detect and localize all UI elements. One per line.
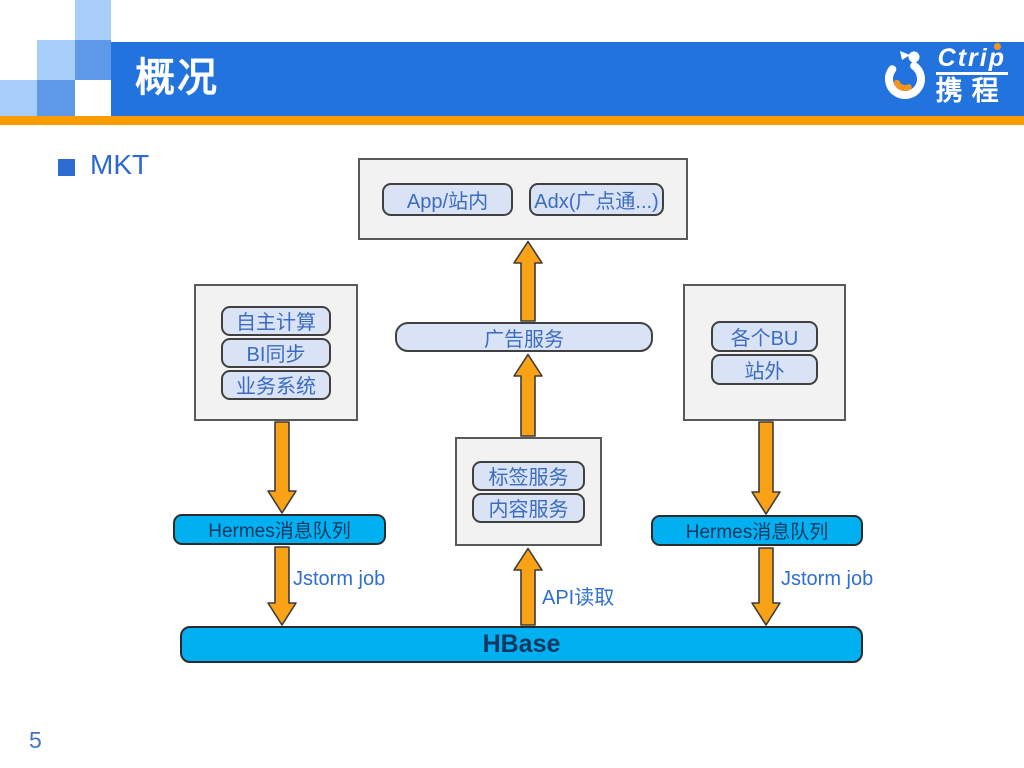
node-self-compute: 自主计算 bbox=[221, 305, 331, 336]
deco-square bbox=[37, 80, 75, 116]
node-content-service: 内容服务 bbox=[472, 492, 585, 523]
node-offsite: 站外 bbox=[711, 353, 818, 385]
edge-label-jstorm-right: Jstorm job bbox=[781, 568, 874, 590]
channels-group: App/站内 Adx(广点通...) bbox=[358, 158, 688, 240]
services-group: 标签服务 内容服务 bbox=[455, 437, 602, 546]
arrow-down-leftsources-to-hermes bbox=[267, 421, 297, 514]
node-adx: Adx(广点通...) bbox=[529, 182, 664, 216]
slide-title: 概况 bbox=[135, 56, 219, 100]
node-hbase: HBase bbox=[180, 626, 863, 663]
deco-square bbox=[0, 80, 37, 116]
node-each-bu: 各个BU bbox=[711, 320, 818, 352]
node-app-onsite: App/站内 bbox=[382, 182, 513, 216]
header-bar: 概况 Ctrip 携程 bbox=[111, 42, 1024, 116]
dolphin-icon bbox=[884, 50, 925, 99]
arrow-down-hermesright-to-hbase bbox=[751, 547, 781, 626]
deco-square bbox=[75, 0, 111, 40]
arrow-up-services-to-adservice bbox=[513, 353, 543, 437]
node-business-system: 业务系统 bbox=[221, 369, 331, 400]
deco-square bbox=[75, 40, 111, 80]
logo-brand-cn: 携程 bbox=[935, 76, 1008, 106]
node-hermes-queue-left: Hermes消息队列 bbox=[173, 514, 386, 545]
logo-brand-en: Ctrip bbox=[935, 43, 1008, 75]
node-tag-service: 标签服务 bbox=[472, 460, 585, 491]
right-sources-group: 各个BU 站外 bbox=[683, 284, 846, 421]
bullet-icon bbox=[58, 159, 75, 176]
node-hermes-queue-right: Hermes消息队列 bbox=[651, 515, 863, 546]
arrow-down-hermesleft-to-hbase bbox=[267, 546, 297, 626]
left-sources-group: 自主计算 BI同步 业务系统 bbox=[194, 284, 358, 421]
logo-text: Ctrip 携程 bbox=[935, 43, 1008, 106]
arrow-up-adservice-to-channels bbox=[513, 240, 543, 322]
node-bi-sync: BI同步 bbox=[221, 337, 331, 368]
page-number: 5 bbox=[29, 727, 42, 753]
node-ad-service: 广告服务 bbox=[395, 322, 653, 352]
edge-label-api-read: API读取 bbox=[542, 587, 615, 609]
arrow-up-hbase-to-services bbox=[513, 547, 543, 626]
logo-i-dot bbox=[994, 43, 1001, 50]
accent-line bbox=[0, 116, 1024, 125]
section-heading: MKT bbox=[90, 149, 150, 180]
ctrip-logo: Ctrip 携程 bbox=[880, 43, 1008, 106]
edge-label-jstorm-left: Jstorm job bbox=[293, 568, 386, 590]
arrow-down-rightsources-to-hermes bbox=[751, 421, 781, 515]
deco-square bbox=[37, 40, 75, 80]
